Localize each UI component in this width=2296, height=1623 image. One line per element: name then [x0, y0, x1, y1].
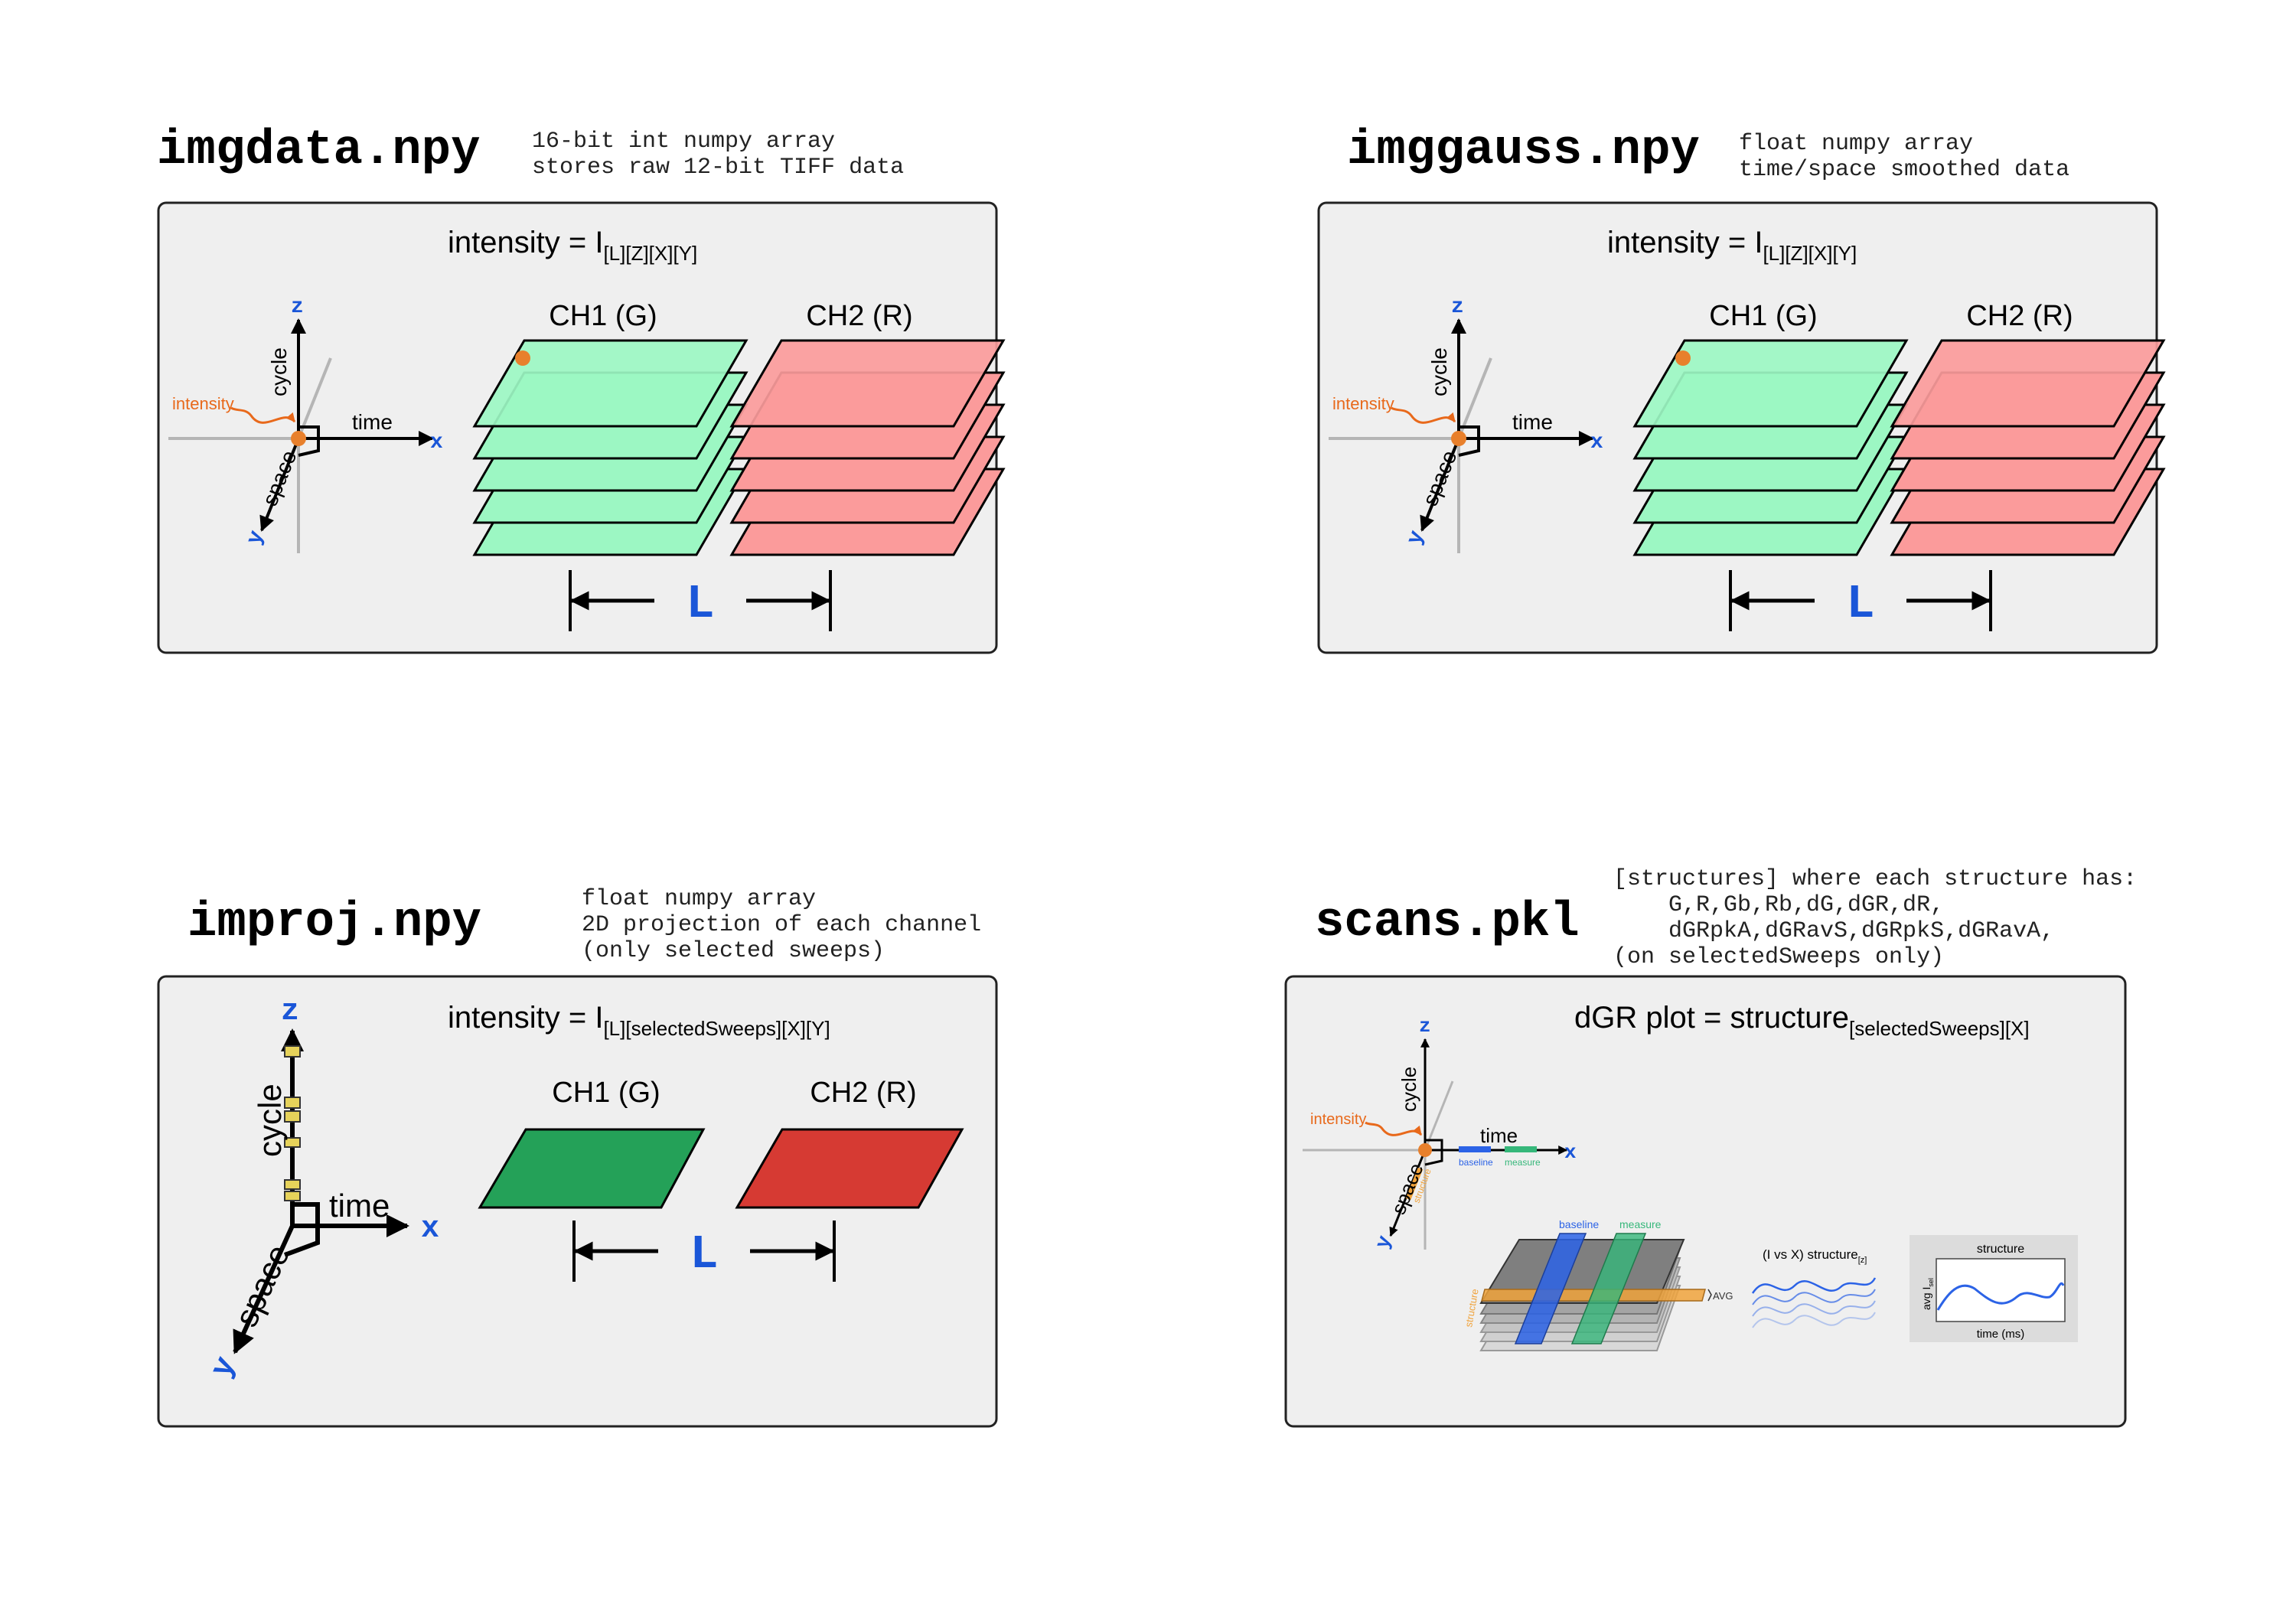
measure-strip-label: measure: [1619, 1218, 1662, 1230]
intensity-label: intensity: [1310, 1111, 1366, 1128]
plot-x-label: time (ms): [1977, 1328, 2025, 1341]
filename-title: improj.npy: [188, 895, 481, 950]
description-line-4: (on selectedSweeps only): [1613, 944, 1944, 970]
intensity-formula: intensity = I[L][Z][X][Y]: [448, 226, 697, 265]
panel-imgdata: imgdata.npy 16-bit int numpy array store…: [157, 123, 1005, 654]
channel-1-label: CH1 (G): [1709, 300, 1817, 332]
dgr-formula: dGR plot = structure[selectedSweeps][X]: [1574, 1001, 2030, 1040]
axis-z-letter: z: [291, 295, 304, 319]
axis-x-letter: x: [421, 1212, 439, 1247]
axis-time-label: time: [352, 410, 393, 434]
channel-2-label: CH2 (R): [810, 1077, 916, 1109]
baseline-strip-label: baseline: [1559, 1218, 1599, 1230]
traces-title: (I vs X) structure[z]: [1763, 1247, 1867, 1265]
axis-cycle-label: cycle: [1397, 1067, 1420, 1112]
plane-stack-with-strips: baseline measure structure AVG: [1463, 1218, 1733, 1351]
axis-measure-label: measure: [1505, 1157, 1541, 1168]
description-line-1: float numpy array: [1739, 131, 1973, 157]
axis-z-letter: z: [281, 995, 299, 1029]
description-line-1: float numpy array: [582, 886, 816, 912]
description-line-2: 2D projection of each channel: [582, 912, 981, 938]
panel-improj: improj.npy float numpy array 2D projecti…: [157, 886, 998, 1428]
panel-scans: scans.pkl [structures] where each struct…: [1284, 866, 2137, 1428]
channel-1-plane-stack: [1633, 339, 1908, 556]
description-line-1: [structures] where each structure has:: [1613, 866, 2137, 892]
channel-2-label: CH2 (R): [806, 300, 912, 332]
description-line-2: time/space smoothed data: [1739, 157, 2069, 183]
description-line-3: (only selected sweeps): [582, 938, 885, 964]
dimension-letter: L: [690, 1227, 718, 1282]
intensity-vs-x-traces: (I vs X) structure[z]: [1751, 1247, 1877, 1328]
channel-2-label: CH2 (R): [1966, 300, 2073, 332]
axis-cycle-label: cycle: [267, 347, 291, 396]
axis-time-label: time: [1512, 410, 1553, 434]
axis-baseline-label: baseline: [1459, 1157, 1493, 1168]
filename-title: imgdata.npy: [157, 123, 480, 178]
axis-time-label: time: [329, 1188, 390, 1224]
pixel-dot: [515, 350, 530, 366]
filename-title: imggauss.npy: [1347, 123, 1700, 178]
description-line-2: G,R,Gb,Rb,dG,dGR,dR,: [1613, 892, 1944, 918]
axis-cycle-label: cycle: [1427, 347, 1451, 396]
plot-title: structure: [1977, 1243, 2024, 1256]
plot-y-label: avg Isel: [1920, 1278, 1935, 1310]
channel-2-plane-stack: [730, 339, 1005, 556]
pixel-dot: [1675, 350, 1691, 366]
channel-1-plane-stack: [473, 339, 748, 556]
structure-trace: [1936, 1282, 2065, 1311]
axis-cycle-label: cycle: [252, 1084, 288, 1157]
axis-z-letter: z: [1419, 1015, 1431, 1038]
intensity-formula: intensity = I[L][Z][X][Y]: [1607, 226, 1857, 265]
baseline-strip: [1514, 1233, 1587, 1344]
axis-x-letter: x: [1564, 1141, 1577, 1164]
description-line-2: stores raw 12-bit TIFF data: [532, 155, 904, 181]
channel-2-projection-plane: [735, 1128, 964, 1209]
channel-1-label: CH1 (G): [552, 1077, 660, 1109]
avg-label: AVG: [1713, 1290, 1733, 1302]
dimension-letter: L: [1846, 577, 1874, 631]
axis-x-letter: x: [1590, 431, 1603, 455]
intensity-label: intensity: [1332, 394, 1394, 413]
channel-1-label: CH1 (G): [549, 300, 657, 332]
dimension-letter: L: [686, 577, 714, 631]
axis-z-letter: z: [1451, 295, 1464, 319]
panel-imggauss: imggauss.npy float numpy array time/spac…: [1317, 123, 2165, 654]
description-line-1: 16-bit int numpy array: [532, 129, 835, 155]
filename-title: scans.pkl: [1315, 895, 1580, 950]
intensity-formula: intensity = I[L][selectedSweeps][X][Y]: [448, 1001, 830, 1040]
intensity-label: intensity: [172, 394, 234, 413]
measure-strip: [1570, 1233, 1647, 1344]
channel-1-projection-plane: [478, 1128, 706, 1209]
axis-time-label: time: [1480, 1124, 1518, 1147]
axis-x-letter: x: [430, 431, 443, 455]
description-line-3: dGRpkA,dGRavS,dGRpkS,dGRavA,: [1613, 918, 2054, 944]
structure-time-plot: structure time (ms) avg Isel: [1910, 1235, 2078, 1342]
channel-2-plane-stack: [1890, 339, 2165, 556]
